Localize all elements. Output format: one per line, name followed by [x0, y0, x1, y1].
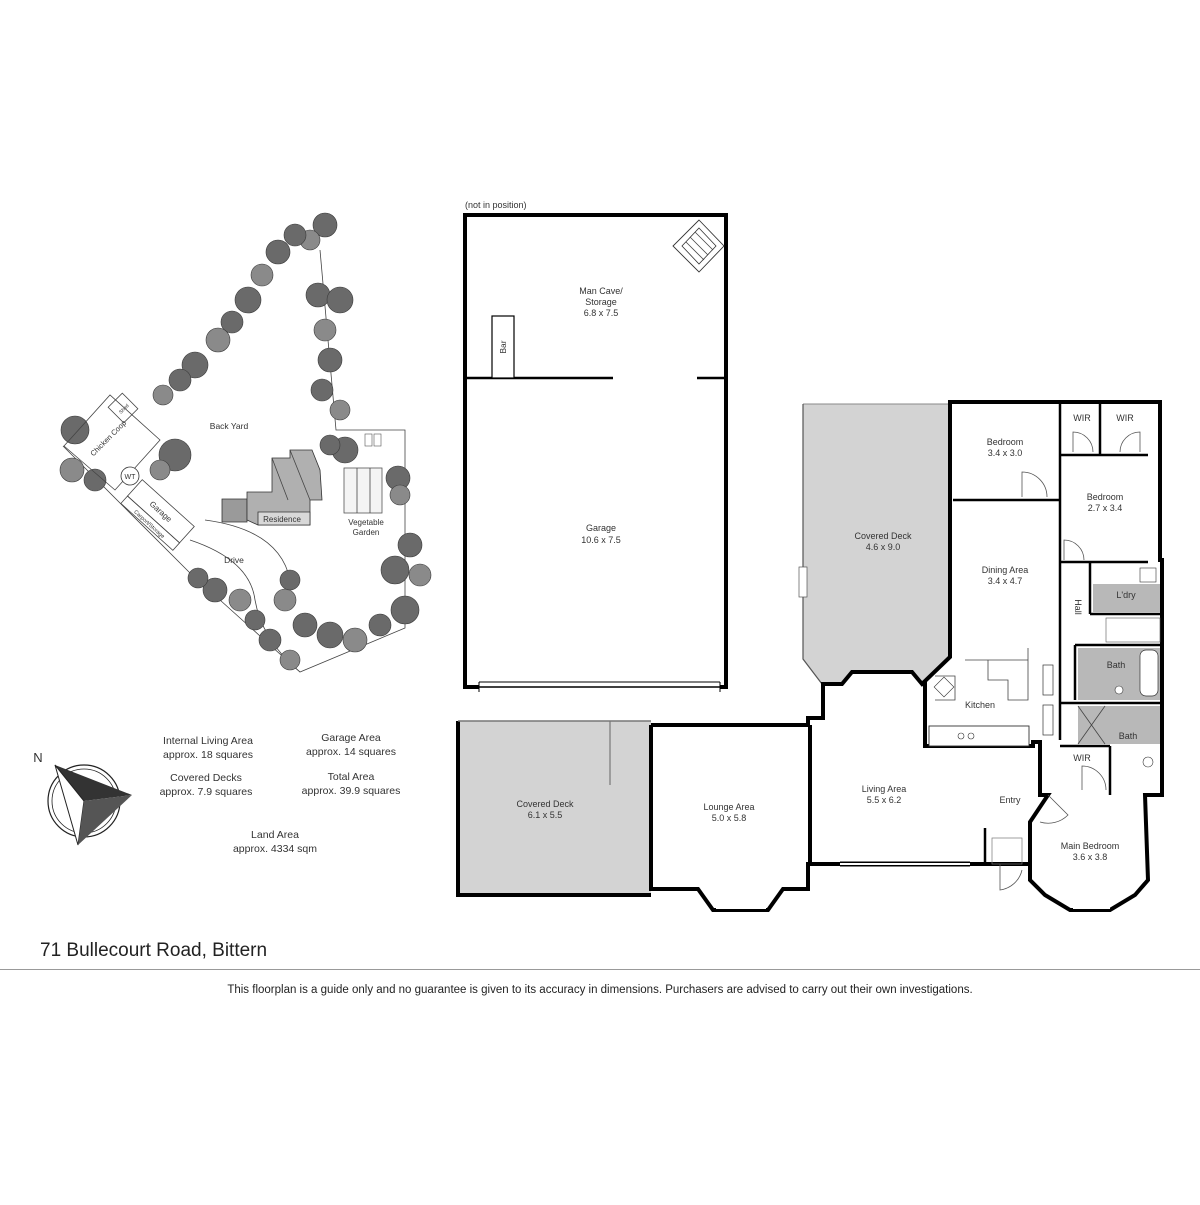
kitchen: Kitchen: [928, 648, 1030, 747]
internal-living-value: approx. 18 squares: [163, 749, 253, 761]
site-residence: Residence: [221, 449, 323, 526]
lounge-name: Lounge Area: [703, 802, 754, 812]
wir2-label: WIR: [1116, 413, 1134, 423]
dining-name: Dining Area: [982, 565, 1029, 575]
hall-label: Hall: [1073, 599, 1083, 615]
shed-outline: [107, 392, 139, 424]
wir1-label: WIR: [1073, 413, 1091, 423]
land-area-value: approx. 4334 sqm: [232, 843, 318, 855]
internal-living-label: Internal Living Area: [163, 735, 253, 747]
site-vegetable-garden: Vegetable Garden: [343, 433, 384, 537]
chicken-coop-outline: [63, 394, 161, 491]
covered-decks-area: Covered Decks approx. 7.9 squares: [141, 771, 271, 799]
footer-divider: [0, 969, 1200, 970]
covered-deck-small-fill: [458, 721, 651, 895]
living-dims: 5.5 x 6.2: [867, 795, 902, 805]
compass-needle-shade: [78, 795, 132, 845]
main-house: Covered Deck 4.6 x 9.0 Covered Deck 6.1 …: [456, 400, 1164, 912]
living-name: Living Area: [862, 784, 907, 794]
bar-counter: [491, 315, 515, 379]
drive-label: Drive: [224, 555, 244, 565]
bath2-label: Bath: [1119, 731, 1138, 741]
bedroom2-dims: 2.7 x 3.4: [1088, 503, 1123, 513]
garage-area-value: approx. 14 squares: [306, 746, 396, 758]
main-bedroom-dims: 3.6 x 3.8: [1073, 852, 1108, 862]
bedroom2-name: Bedroom: [1087, 492, 1124, 502]
covered-decks-value: approx. 7.9 squares: [159, 786, 253, 798]
site-garage-label: Garage: [148, 499, 174, 524]
water-tank: [120, 466, 140, 486]
shed-label: Shed: [118, 403, 131, 416]
outbuilding-walls: [463, 213, 728, 689]
outbuilding: (not in position) Bar Man Cave/ Storage …: [463, 200, 728, 692]
covered-deck-small-name: Covered Deck: [516, 799, 574, 809]
entry-label: Entry: [999, 795, 1021, 805]
site-carport-outline: [120, 495, 181, 551]
total-area-value: approx. 39.9 squares: [301, 785, 401, 797]
land-area: Land Area approx. 4334 sqm: [210, 828, 340, 856]
bath1-label: Bath: [1107, 660, 1126, 670]
outbuilding-garage-dims: 10.6 x 7.5: [581, 535, 621, 545]
garage-area-label: Garage Area: [321, 732, 381, 744]
property-address: 71 Bullecourt Road, Bittern: [40, 940, 268, 961]
compass-needle-dark: [55, 765, 132, 801]
drive-path: [189, 539, 301, 673]
site-plan: Chicken Coop Shed WT Garage Carport/Stor…: [59, 212, 432, 673]
house-outer-wall: [651, 400, 1164, 912]
bedroom1-name: Bedroom: [987, 437, 1024, 447]
laundry-label: L'dry: [1116, 590, 1136, 600]
main-bedroom-name: Main Bedroom: [1061, 841, 1120, 851]
house-south-wall: [649, 725, 1032, 912]
internal-living-area: Internal Living Area approx. 18 squares: [143, 734, 273, 762]
covered-deck-large-fill: [803, 404, 950, 684]
lounge-dims: 5.0 x 5.8: [712, 813, 747, 823]
man-cave-name: Man Cave/: [579, 286, 623, 296]
dining-dims: 3.4 x 4.7: [988, 576, 1023, 586]
water-tank-label: WT: [125, 474, 137, 481]
covered-deck-large-dims: 4.6 x 9.0: [866, 542, 901, 552]
vegetable-garden-label-1: Vegetable: [348, 518, 384, 527]
compass-north-label: N: [33, 750, 42, 765]
land-area-label: Land Area: [251, 829, 299, 841]
back-yard-label: Back Yard: [210, 421, 249, 431]
outbuilding-garage-name: Garage: [586, 523, 616, 533]
man-cave-dims: 6.8 x 7.5: [584, 308, 619, 318]
wir3-label: WIR: [1073, 753, 1091, 763]
bar-label: Bar: [498, 340, 508, 353]
total-area: Total Area approx. 39.9 squares: [286, 770, 416, 798]
total-area-label: Total Area: [327, 771, 375, 783]
covered-deck-small-dims: 6.1 x 5.5: [528, 810, 563, 820]
covered-deck-large-name: Covered Deck: [854, 531, 912, 541]
kitchen-name: Kitchen: [965, 700, 995, 710]
bedroom1-dims: 3.4 x 3.0: [988, 448, 1023, 458]
covered-decks-label: Covered Decks: [170, 772, 242, 784]
disclaimer-text: This floorplan is a guide only and no gu…: [227, 984, 973, 996]
drive-edge: [204, 519, 291, 581]
stove-icon: [672, 219, 725, 273]
compass: N: [33, 750, 132, 846]
vegetable-garden-label-2: Garden: [353, 528, 380, 537]
not-in-position-note: (not in position): [465, 200, 527, 210]
site-trees: [59, 212, 432, 671]
laundry-fill: [1093, 584, 1160, 612]
residence-label: Residence: [263, 515, 301, 524]
man-cave-name2: Storage: [585, 297, 617, 307]
chicken-coop-label: Chicken Coop: [88, 418, 128, 458]
garage-area: Garage Area approx. 14 squares: [286, 731, 416, 759]
